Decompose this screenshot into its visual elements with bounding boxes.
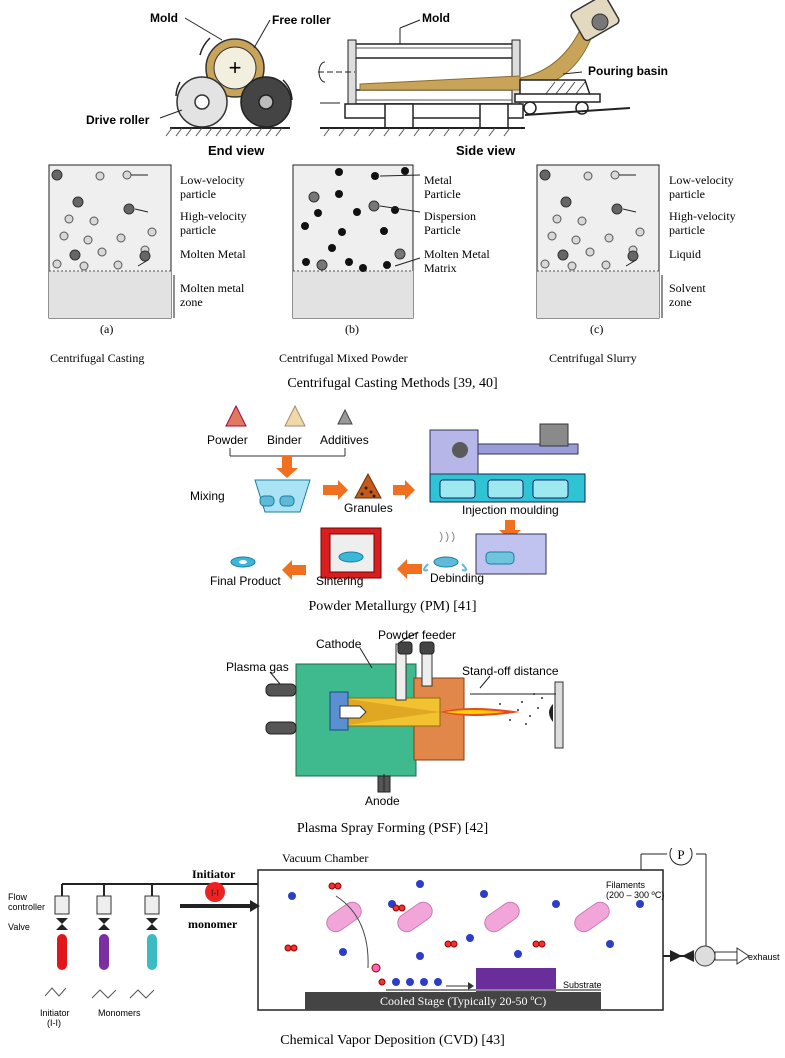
flow-controller-label-2: controller [8,902,45,912]
panel-b-label2: Dispersion [424,209,476,223]
end-view-free-roller-label: Free roller [272,13,331,27]
panel-c-name: Centrifugal Slurry [549,351,637,365]
flow-controller-label-1: Flow [8,892,28,902]
powder-metallurgy-diagram: Powder Binder Additives Mixing Granules … [190,404,586,588]
granules-label: Granules [344,501,393,515]
panel-c-label1: Low-velocity [669,173,734,187]
substrate-label: Substrate [563,980,602,990]
panel-a-zone2: zone [180,295,203,309]
panel-c-letter: (c) [590,322,603,336]
final-product-label: Final Product [210,574,281,588]
cathode-label: Cathode [316,637,362,651]
cvd-caption: Chemical Vapor Deposition (CVD) [43] [280,1033,505,1048]
mixing-label: Mixing [190,489,225,503]
panel-b-label1: Metal [424,173,453,187]
side-view-machine [318,0,631,137]
pouring-basin-label: Pouring basin [588,64,668,78]
filaments-label-2: (200 – 300 ºC) [606,890,664,900]
centrifugal-casting-caption: Centrifugal Casting Methods [39, 40] [287,376,498,391]
panel-c-label2b: particle [669,223,705,237]
additives-label: Additives [320,433,369,447]
panel-b-label3b: Matrix [424,261,457,275]
cvd-diagram: Vacuum Chamber Cooled Stage (Typically 2… [8,848,780,1028]
panel-c-label1b: particle [669,187,705,201]
panel-a-label1b: particle [180,187,216,201]
debinding-label: Debinding [430,571,484,585]
initiator-badge: I-I [211,888,219,898]
svg-text:+: + [229,55,242,80]
plasma-spray-diagram: Powder feeder Cathode Plasma gas Stand-o… [226,628,564,808]
vacuum-chamber-label: Vacuum Chamber [282,851,368,865]
powder-label: Powder [207,433,248,447]
pressure-gauge-label: P [677,848,684,862]
plasma-spray-caption: Plasma Spray Forming (PSF) [42] [296,821,489,836]
powder-metallurgy-caption: Powder Metallurgy (PM) [41] [308,599,477,614]
sintering-label: Sintering [316,574,363,588]
panel-c-label3: Liquid [669,247,701,261]
end-view-rollers: + [159,17,293,137]
initiator-formula-label-2: (I-I) [47,1018,61,1028]
injection-moulding-label: Injection moulding [462,503,559,517]
binder-label: Binder [267,433,302,447]
panel-a-label2b: particle [180,223,216,237]
monomer-flow-label: monomer [188,917,238,931]
panel-b-letter: (b) [345,322,359,336]
side-view-title: Side view [456,143,516,158]
anode-label: Anode [365,794,400,808]
exhaust-label: exhaust [748,952,780,962]
panel-c-zone1: Solvent [669,281,706,295]
initiator-formula-label-1: Initiator [40,1008,70,1018]
panel-a-label1: Low-velocity [180,173,245,187]
panel-b-label3: Molten Metal [424,247,490,261]
panel-centrifugal-slurry [536,164,663,319]
plasma-gas-label: Plasma gas [226,660,289,674]
panel-c-label2: High-velocity [669,209,736,223]
end-view-mold-label: Mold [150,11,178,25]
side-view-mold-label: Mold [422,11,450,25]
panel-b-name: Centrifugal Mixed Powder [279,351,408,365]
panel-b-label1b: Particle [424,187,461,201]
panel-a-label2: High-velocity [180,209,247,223]
monomers-label: Monomers [98,1008,141,1018]
end-view-drive-roller-label: Drive roller [86,113,150,127]
valve-label: Valve [8,922,30,932]
standoff-distance-label: Stand-off distance [462,664,559,678]
panel-b-label2b: Particle [424,223,461,237]
panel-a-zone1: Molten metal [180,281,245,295]
powder-feeder-label: Powder feeder [378,628,456,642]
panel-centrifugal-mixed-powder [292,164,421,319]
panel-a-label3: Molten Metal [180,247,246,261]
panel-a-letter: (a) [100,322,113,336]
panel-centrifugal-casting [48,164,175,319]
end-view-title: End view [208,143,265,158]
filaments-label-1: Filaments [606,880,646,890]
panel-c-zone2: zone [669,295,692,309]
initiator-flow-label: Initiator [192,867,236,881]
cooled-stage-label: Cooled Stage (Typically 20-50 ºC) [380,994,546,1008]
centrifugal-casting-diagram: + Mold Free roller Drive roller End view [48,0,736,365]
panel-a-name: Centrifugal Casting [50,351,144,365]
